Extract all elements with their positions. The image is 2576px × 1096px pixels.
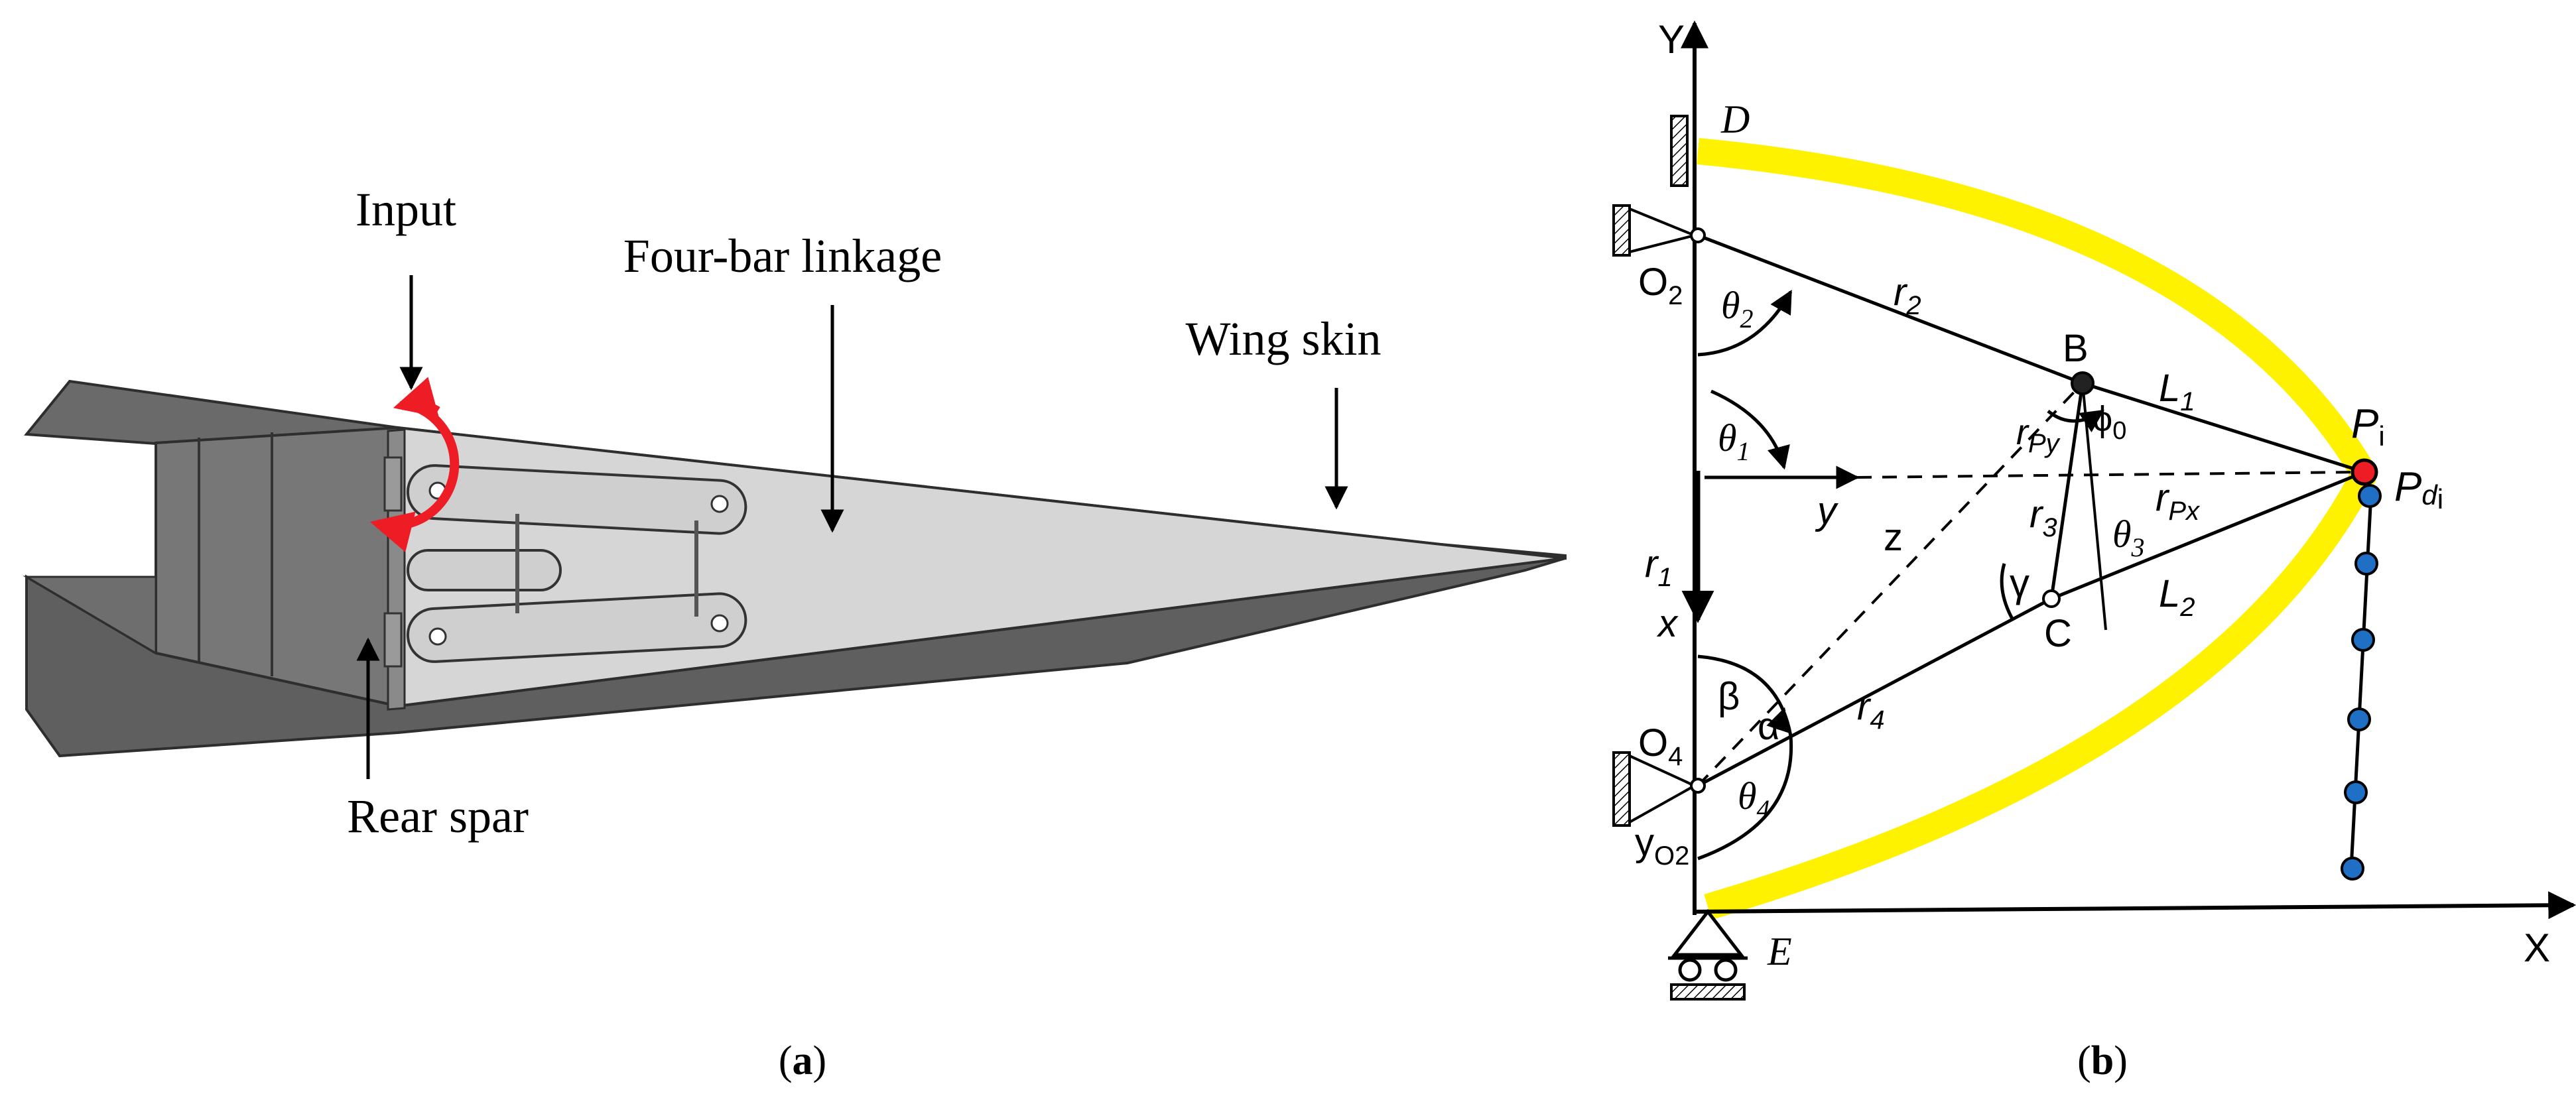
label-C: C (2044, 612, 2072, 655)
label-r2: r2 (1894, 271, 1921, 320)
label-rPy: rPy (2016, 412, 2061, 458)
panel-b-labels: D E O2 O4 θ2 r2 B L1 ϕ0 rPy Pi Pdi θ1 y … (1635, 97, 2443, 973)
label-theta3: θ3 (2112, 513, 2145, 562)
label-E: E (1767, 930, 1792, 973)
rotation-arrow-icon (369, 400, 460, 552)
support-E-roller (1668, 908, 1748, 1001)
label-Y: Y (1658, 17, 1685, 62)
label-theta2: θ2 (1721, 284, 1754, 334)
panel-a-annotations: Input Four-bar linkage Wing skin Rear sp… (347, 183, 1381, 843)
support-D (1670, 115, 1689, 187)
mechanism-links (1697, 233, 2365, 788)
caption-a: (a) (779, 1038, 826, 1083)
panel-a: Input Four-bar linkage Wing skin Rear sp… (23, 183, 1567, 1083)
joint-O2 (1690, 227, 1706, 243)
linkage-bars (383, 456, 747, 668)
label-alpha: α (1758, 705, 1780, 748)
label-O2: O2 (1638, 261, 1683, 310)
label-phi0: ϕ0 (2093, 399, 2126, 445)
support-O2 (1612, 204, 1699, 257)
label-Pdi: Pdi (2394, 464, 2443, 515)
label-z: z (1884, 516, 1903, 559)
label-y: y (1815, 489, 1838, 532)
label-Pi: Pi (2351, 401, 2385, 452)
joint-C (2042, 589, 2061, 608)
angle-arcs (1697, 289, 2104, 861)
label-theta4: θ4 (1738, 774, 1770, 824)
label-input: Input (355, 183, 456, 236)
panel-b: Y X (1612, 17, 2576, 1083)
label-gamma: γ (2010, 561, 2029, 605)
support-O4 (1612, 751, 1698, 827)
label-rear-spar: Rear spar (347, 790, 529, 843)
label-L2: L2 (2159, 572, 2195, 622)
label-wing-skin: Wing skin (1185, 312, 1381, 365)
label-rPx: rPx (2156, 476, 2201, 526)
wing-model (23, 377, 1567, 758)
label-r4: r4 (1857, 685, 1885, 735)
X-axis (1694, 891, 2576, 920)
label-L1: L1 (2159, 367, 2195, 416)
joint-O4 (1690, 778, 1706, 794)
joint-B (2071, 371, 2094, 395)
label-beta: β (1718, 675, 1740, 718)
caption-b: (b) (2077, 1038, 2128, 1083)
label-r3: r3 (2029, 493, 2057, 542)
desired-points (2341, 484, 2382, 881)
label-X: X (2524, 926, 2550, 970)
label-O4: O4 (1638, 721, 1683, 771)
label-D: D (1720, 97, 1750, 141)
point-Pi (2351, 458, 2378, 486)
label-r1: r1 (1645, 542, 1673, 592)
label-B: B (2063, 327, 2089, 370)
label-theta1: θ1 (1718, 416, 1750, 466)
label-four-bar-linkage: Four-bar linkage (623, 229, 942, 282)
label-x: x (1656, 602, 1679, 645)
yellow-skin (1697, 138, 2376, 920)
label-yO2: yO2 (1635, 821, 1689, 871)
